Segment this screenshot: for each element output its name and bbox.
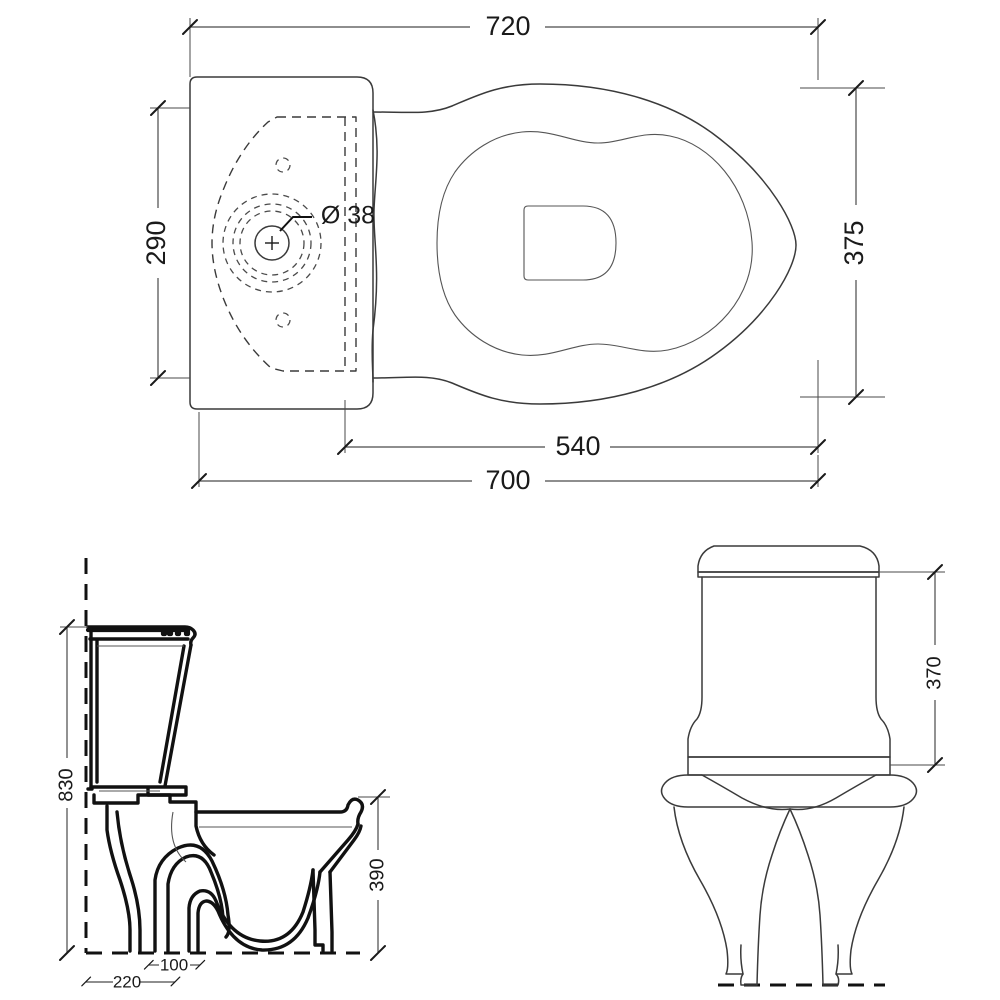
dim-390: 390 [366,789,388,961]
bowl-pedestal-left [105,804,132,953]
bowl-rim-front [660,774,918,808]
bowl-right-wall-inner [328,870,334,953]
dim-830-label: 830 [55,768,77,801]
dim-370: 370 [923,564,945,773]
bowl-throat-inner [166,853,225,953]
seat-outer-contour [372,83,797,405]
bowl-right-wall [311,868,325,953]
dim-540: 540 [337,431,826,461]
dim-700: 700 [191,465,826,495]
bowl-foot-left [740,973,758,986]
dim-700-label: 700 [485,465,530,495]
dim-290: 290 [141,100,171,386]
cistern-outline-plan [189,76,374,410]
s-trap-curve-inner [196,870,322,953]
bowl-column-left [756,808,791,986]
bowl-front-skirt [318,822,360,874]
dim-220-label: 220 [113,972,141,991]
bowl-pedestal-front-left [673,806,744,975]
dim-220: 220 [81,972,181,991]
bowl-rim-under [194,810,216,857]
dim-100-label: 100 [160,955,188,974]
bowl-front-skirt-inner [328,824,363,874]
bowl-pedestal-front-right [835,806,905,975]
cistern-body-right-wall [163,643,193,788]
dim-830: 830 [55,619,77,961]
dim-100: 100 [143,955,206,974]
cistern-base-plinth [89,785,188,797]
diameter-leader-line [279,216,312,232]
fixing-hole-upper [275,157,291,173]
side-elevation-view: 830 390 100 220 [55,558,390,991]
dim-720: 720 [182,11,826,41]
cistern-body-right-inner [158,644,186,784]
cistern-body-front [687,576,891,758]
cistern-lid-side [86,625,197,647]
inlet-circle [254,225,290,261]
cistern-lid-front-band [697,571,880,578]
bowl-column-right [789,808,824,986]
dim-375-label: 375 [839,220,869,265]
inlet-ring-middle [232,203,312,283]
cistern-base-collar-front [687,756,891,776]
cistern-hidden-outline [211,116,357,372]
cistern-bowl-junction [371,109,378,383]
dim-375: 375 [839,80,869,405]
bowl-wing-right [789,774,877,811]
bowl-wing-left [701,774,791,811]
diameter-38-label: Ø 38 [321,202,375,230]
dim-540-label: 540 [555,431,600,461]
dim-390-label: 390 [366,858,388,891]
bowl-inner-ghost-arc [171,811,187,863]
bowl-foot-right [822,973,840,986]
dim-720-label: 720 [485,11,530,41]
bowl-rim-side [92,793,365,826]
bowl-pedestal-left-inner [115,810,142,953]
dim-290-label: 290 [141,220,171,265]
dim-370-label: 370 [923,656,945,689]
plan-view: 720 290 375 [141,11,885,495]
flush-aperture [523,205,617,281]
inlet-ring-inner [239,210,305,276]
cistern-side-outline [85,627,191,637]
inlet-ring-outer [222,193,322,293]
centre-mark-icon [265,236,279,250]
seat-inner-contour [436,131,753,356]
cistern-lid-front [697,545,880,573]
s-trap-curve [187,868,315,953]
fixing-hole-lower [275,312,291,328]
front-elevation-view: 370 [660,545,945,987]
